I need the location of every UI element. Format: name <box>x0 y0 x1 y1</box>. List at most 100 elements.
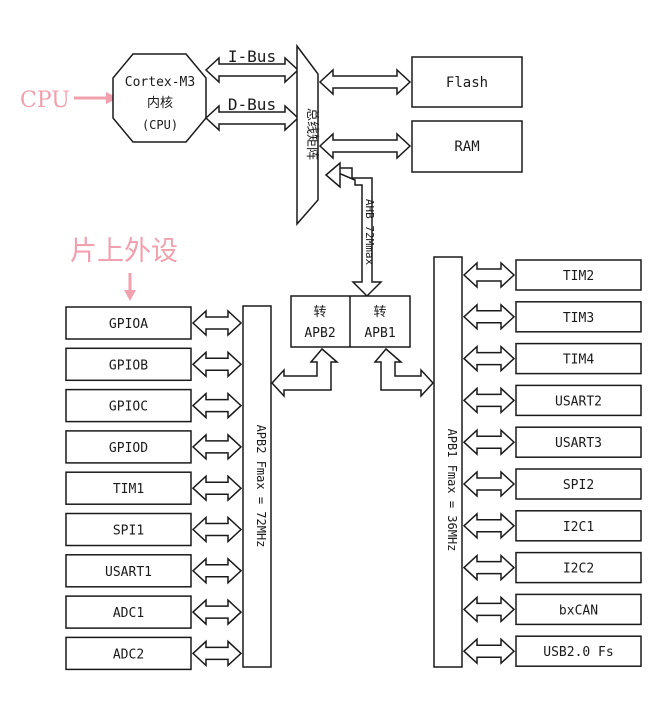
peripheral-label: TIM3 <box>563 311 594 326</box>
peripheral-box <box>515 468 642 500</box>
bridge-apb2-line1: 转 <box>313 305 326 320</box>
apb2-item-adc1: ADC1 <box>65 595 243 629</box>
apb2-peripheral-list: GPIOA GPIOB GPIOC GPIOD TIM1SPI1USART1ADC1AD… <box>65 306 243 671</box>
apb2-item-spi1: SPI1 <box>65 512 243 547</box>
apb2-bridge-connector <box>270 347 340 398</box>
ram-label: RAM <box>454 139 479 155</box>
peripheral-arrow <box>462 344 516 373</box>
ahb-label: AHB 72Mmax <box>363 199 376 266</box>
apb2-item-gpiob: GPIOB <box>65 347 243 382</box>
peripheral-box <box>65 347 192 382</box>
peripheral-box <box>65 636 192 671</box>
peripheral-label: GPIOB <box>109 358 148 373</box>
peripheral-box <box>515 593 642 626</box>
peripheral-label: USART1 <box>105 565 152 580</box>
apb1-item-tim4: TIM4 <box>462 342 642 375</box>
apb1-item-bxcan: bxCAN <box>462 593 642 626</box>
peripherals-annotation: 片上外设 <box>70 236 178 267</box>
peripheral-label: GPIOA <box>109 317 148 332</box>
apb1-item-spi2: SPI2 <box>462 468 642 500</box>
dbus-label: D-Bus <box>228 95 276 114</box>
peripheral-arrow <box>191 433 243 461</box>
cpu-annotation: CPU <box>20 88 70 113</box>
peripheral-box <box>65 430 192 464</box>
apb2-bus-label: APB2 Fmax = 72MHz <box>254 425 268 548</box>
apb2-item-gpiod: GPIOD <box>65 430 243 464</box>
memory-arrows <box>318 68 412 160</box>
peripheral-box <box>65 388 192 423</box>
apb1-item-tim3: TIM3 <box>462 301 642 333</box>
peripheral-box <box>515 384 642 417</box>
peripheral-arrow <box>191 598 243 626</box>
peripheral-arrow <box>191 474 243 502</box>
apb1-bus-label: APB1 Fmax = 36MHz <box>445 429 459 552</box>
peripheral-label: ADC2 <box>113 647 144 662</box>
ibus-label: I-Bus <box>228 47 276 66</box>
core-line2: 内核 <box>147 95 173 111</box>
peripheral-arrow <box>462 595 516 624</box>
peripheral-box <box>65 512 192 547</box>
core-bus-arrows <box>204 56 300 132</box>
peripheral-box <box>515 301 642 333</box>
apb2-item-gpioa: GPIOA <box>65 306 243 340</box>
peripheral-label: GPIOC <box>109 400 148 415</box>
peripheral-arrow <box>191 350 243 379</box>
apb2-item-tim1: TIM1 <box>65 471 243 505</box>
peripheral-label: SPI1 <box>113 524 144 539</box>
peripheral-label: ADC1 <box>113 606 144 621</box>
apb1-item-usb2-0-fs: USB2.0 Fs <box>462 635 642 667</box>
peripheral-arrow <box>462 512 516 540</box>
apb1-bus: APB1 Fmax = 36MHz <box>433 256 463 668</box>
peripheral-label: I2C1 <box>563 520 594 535</box>
flash-arrow <box>318 68 412 96</box>
peripheral-arrow <box>462 637 516 665</box>
peripheral-label: bxCAN <box>559 603 598 618</box>
core-line1: Cortex-M3 <box>125 75 195 90</box>
peripheral-box <box>515 635 642 667</box>
apb1-item-i2c2: I2C2 <box>462 551 642 584</box>
peripheral-label: TIM2 <box>563 269 594 284</box>
peripheral-arrow <box>462 261 516 289</box>
peripheral-arrow <box>462 428 516 456</box>
peripheral-arrow <box>462 303 516 331</box>
apb2-bus: APB2 Fmax = 72MHz <box>242 305 272 668</box>
apb1-item-i2c1: I2C1 <box>462 510 642 542</box>
apb2-item-adc2: ADC2 <box>65 636 243 671</box>
bus-matrix: 总线矩阵 <box>296 43 319 226</box>
apb1-item-usart3: USART3 <box>462 426 642 458</box>
ram-arrow <box>318 132 412 160</box>
peripheral-box <box>65 471 192 505</box>
peripheral-arrow <box>191 639 243 668</box>
peripheral-label: TIM4 <box>563 353 594 368</box>
apb2-item-usart1: USART1 <box>65 554 243 588</box>
peripheral-arrow <box>191 309 243 337</box>
peripheral-box <box>515 259 642 291</box>
bus-matrix-label: 总线矩阵 <box>304 108 319 160</box>
peripheral-box <box>515 342 642 375</box>
apb1-item-tim2: TIM2 <box>462 259 642 291</box>
peripheral-box <box>515 551 642 584</box>
peripheral-arrow <box>462 386 516 415</box>
peripheral-label: I2C2 <box>563 562 594 577</box>
peripheral-arrow <box>462 470 516 498</box>
flash-label: Flash <box>446 75 488 91</box>
peripheral-label: SPI2 <box>563 478 594 493</box>
peripheral-arrow <box>191 515 243 544</box>
peripheral-arrow <box>191 557 243 585</box>
peripherals-annotation-arrow <box>124 273 136 301</box>
apb1-bridge-connector <box>373 347 435 398</box>
apb1-peripheral-list: TIM2TIM3TIM4USART2USART3SPI2I2C1I2C2bxCA… <box>462 259 642 667</box>
apb2-item-gpioc: GPIOC <box>65 388 243 423</box>
cpu-annotation-arrow <box>74 92 118 104</box>
ahb-bus-arrow: AHB 72Mmax <box>324 161 383 298</box>
peripheral-box <box>65 595 192 629</box>
peripheral-label: GPIOD <box>109 441 148 456</box>
peripheral-box <box>65 554 192 588</box>
bridge-apb1-line2: APB1 <box>364 326 395 341</box>
flash-block: Flash <box>411 56 523 108</box>
peripheral-label: USART3 <box>555 436 602 451</box>
bridge-apb1-line1: 转 <box>373 305 386 320</box>
core-line3: (CPU) <box>142 118 178 132</box>
